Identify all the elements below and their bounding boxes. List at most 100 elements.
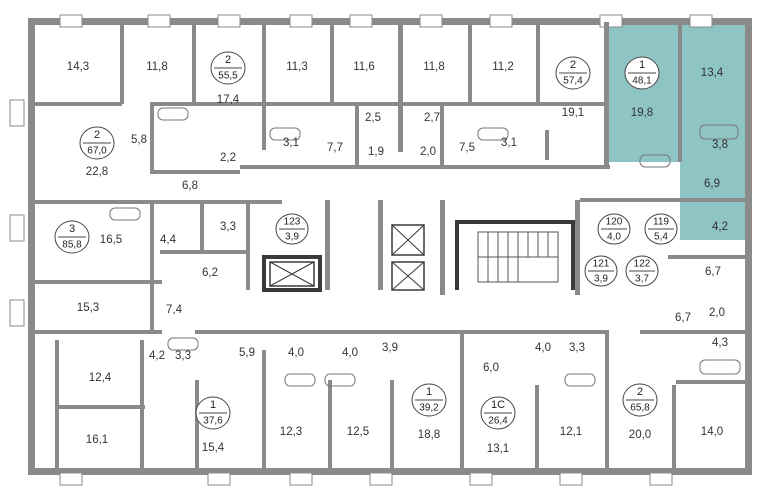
apartment-marker[interactable]: 1 37,6 [195,396,231,430]
apartment-area: 3,7 [635,274,649,285]
room-label: 3,9 [382,342,398,354]
apartment-marker[interactable]: 2 67,0 [79,126,115,160]
apartment-type: 2 [225,54,231,66]
apartment-area: 55,5 [218,71,238,82]
room-label: 7,4 [166,304,183,316]
apartment-type: 120 [606,217,623,228]
room-label: 11,3 [286,61,308,73]
apartment-marker[interactable]: 1 48,1 [624,56,660,90]
apartment-type: 2 [94,129,100,141]
room-label: 4,2 [149,350,165,362]
room-label: 6,7 [675,312,691,324]
apartment-area: 65,8 [630,403,650,414]
room-label: 5,9 [239,347,255,359]
room-label: 6,7 [705,266,721,278]
room-label: 20,0 [629,429,651,441]
apartment-type: 123 [284,217,301,228]
room-label: 11,8 [146,61,168,73]
apartment-area: 5,4 [654,232,668,243]
room-label: 3,1 [501,137,517,149]
apartment-type: 122 [634,259,651,270]
room-label: 2,5 [365,112,381,124]
room-label: 7,7 [327,142,343,154]
room-label: 12,4 [89,372,112,384]
apartment-area: 39,2 [419,403,439,414]
room-label: 18,8 [418,429,440,441]
apartment-type: 2 [570,59,576,71]
apartment-area: 57,4 [563,76,583,87]
apartment-type: 1 [426,386,432,398]
room-label: 11,2 [492,61,514,73]
room-label: 13,1 [487,443,509,455]
room-label: 4,2 [712,221,728,233]
apartment-area: 85,8 [62,240,82,251]
elevator-shafts [269,224,425,291]
apartment-marker[interactable]: 1 39,2 [411,383,447,417]
room-label: 4,0 [535,342,551,354]
room-label: 12,1 [560,426,582,438]
room-label: 11,8 [423,61,445,73]
apartment-area: 3,9 [594,274,608,285]
apartment-marker[interactable]: 122 3,7 [625,255,659,287]
room-label: 6,8 [182,180,198,192]
room-label: 4,3 [712,337,728,349]
apartment-marker[interactable]: 120 4,0 [597,213,631,245]
staircase [477,231,559,283]
room-label: 1,9 [368,146,384,158]
apartment-area: 3,9 [285,232,299,243]
apartment-marker[interactable]: 1С 26,4 [480,396,516,430]
outer-walls [28,18,752,475]
apartment-type: 119 [653,217,669,228]
room-label: 2,7 [424,112,440,124]
room-label: 5,8 [131,134,147,146]
room-label: 2,0 [709,307,725,319]
apartment-type: 121 [593,259,610,270]
apartment-area: 37,6 [203,416,223,427]
room-label: 22,8 [86,166,108,178]
apartment-type: 1 [639,59,645,71]
room-label: 6,2 [202,267,218,279]
apartment-area: 26,4 [488,416,508,427]
room-label: 14,3 [67,61,89,73]
apartment-marker[interactable]: 123 3,9 [275,213,309,245]
room-label: 13,4 [701,67,724,79]
room-label: 15,3 [77,302,99,314]
apartment-area: 48,1 [632,76,652,87]
highlighted-apartment[interactable] [608,24,746,240]
apartment-type: 2 [637,386,643,398]
room-label: 3,1 [283,137,299,149]
apartment-type: 1С [491,399,505,411]
room-label: 7,5 [459,142,475,154]
apartment-marker[interactable]: 2 65,8 [622,383,658,417]
room-label: 14,0 [701,426,723,438]
room-label: 19,1 [562,107,584,119]
apartment-area: 67,0 [87,146,107,157]
apartment-marker[interactable]: 2 57,4 [555,56,591,90]
windows [9,14,713,486]
apartment-type: 3 [69,223,75,235]
apartment-area: 4,0 [607,232,621,243]
room-label: 12,5 [347,426,369,438]
room-label: 17,4 [217,94,240,106]
room-label: 12,3 [280,426,302,438]
room-labels: 14,3 11,8 17,4 11,3 11,6 11,8 11,2 19,1 … [67,61,728,455]
room-label: 6,0 [483,362,499,374]
room-label: 2,0 [420,146,436,158]
room-label: 3,8 [712,139,728,151]
room-label: 16,5 [100,234,122,246]
room-label: 4,0 [342,347,358,359]
apartment-marker[interactable]: 119 5,4 [644,213,678,245]
apartment-marker[interactable]: 121 3,9 [584,255,618,287]
room-label: 15,4 [202,442,225,454]
room-label: 11,6 [353,61,375,73]
room-label: 6,9 [704,178,720,190]
room-label: 3,3 [175,350,191,362]
room-label: 4,0 [288,347,304,359]
apartment-markers[interactable]: 1 48,1 2 55,5 2 57,4 2 67,0 3 85,8 [54,51,678,430]
apartment-marker[interactable]: 3 85,8 [54,220,90,254]
room-label: 16,1 [86,434,108,446]
bathroom-fixtures [109,107,741,387]
apartment-marker[interactable]: 2 55,5 [210,51,246,85]
room-label: 3,3 [220,221,236,233]
